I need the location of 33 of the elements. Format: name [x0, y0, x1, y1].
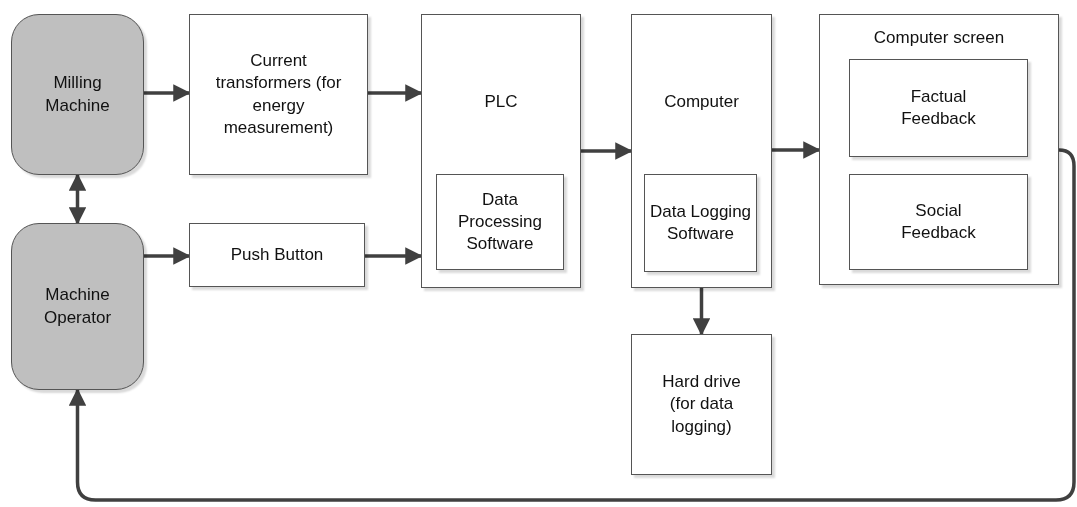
arrow — [365, 247, 423, 265]
arrow — [68, 148, 1076, 502]
box-label: Computer — [664, 91, 739, 113]
box-label: Hard drive (for data logging) — [661, 371, 742, 438]
process-box — [631, 14, 772, 288]
arrow — [144, 247, 191, 265]
process-box — [644, 174, 757, 272]
box-label: Push Button — [230, 243, 324, 266]
box-label: Factual Feedback — [900, 85, 977, 130]
box-label: Data Processing Software — [456, 188, 544, 256]
box-label: Computer screen — [873, 27, 1005, 49]
arrow — [368, 84, 423, 102]
process-box — [421, 14, 581, 288]
arrow — [772, 141, 821, 159]
box-label: Milling Machine — [44, 72, 111, 117]
arrow — [581, 142, 633, 160]
arrow — [692, 288, 711, 336]
box-label: Machine Operator — [42, 284, 113, 329]
process-box — [849, 59, 1028, 157]
process-box — [819, 14, 1059, 285]
process-box — [189, 223, 365, 287]
process-box — [631, 334, 772, 475]
box-label: PLC — [484, 91, 518, 113]
arrow — [68, 173, 87, 225]
box-label: Data Logging Software — [649, 200, 752, 245]
rounded-box — [11, 14, 144, 175]
rounded-box — [11, 223, 144, 390]
process-box — [849, 174, 1028, 270]
process-box — [436, 174, 564, 270]
arrow — [144, 84, 191, 102]
process-box — [189, 14, 368, 175]
box-label: Social Feedback — [900, 199, 977, 244]
box-label: Current transformers (for energy measurement) — [214, 50, 343, 139]
